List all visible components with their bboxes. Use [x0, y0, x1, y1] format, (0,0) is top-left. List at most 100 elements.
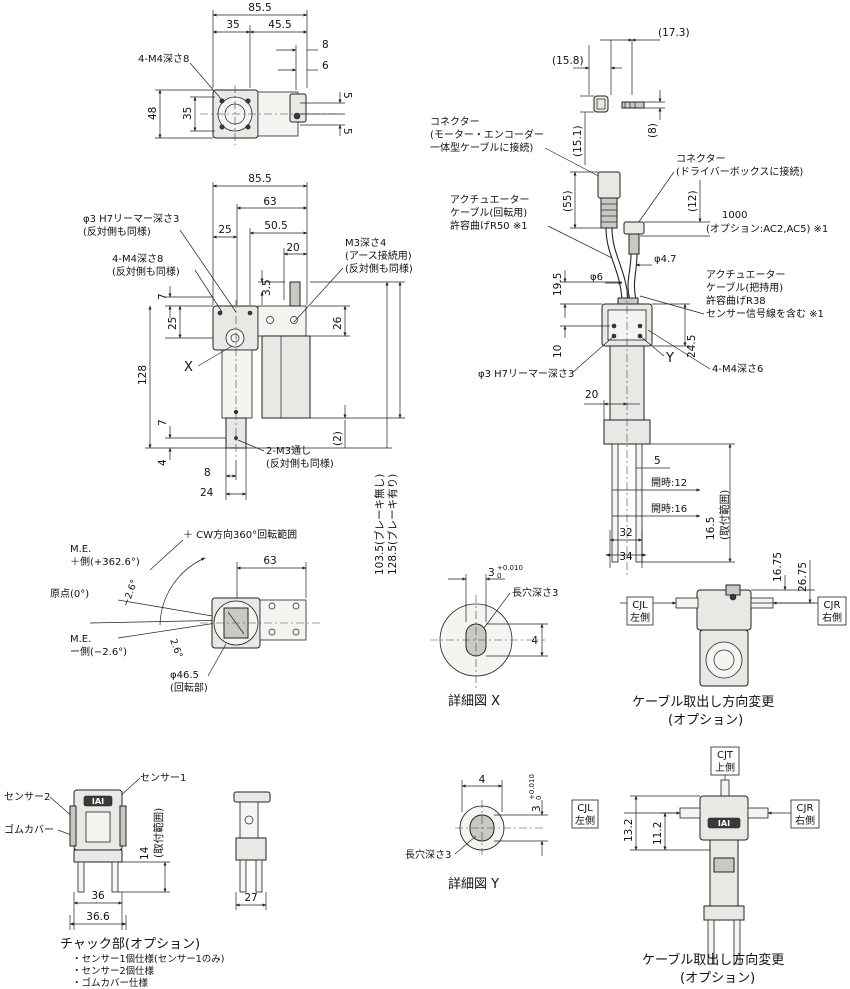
detail-x-tol-sup: +0.010: [497, 564, 523, 572]
m3-note-2: (アース接続用): [345, 249, 412, 262]
top-view: 85.5 35 45.5 8 6 5 5 48 35 4-M4深さ8: [138, 2, 353, 145]
dim-34: 34: [619, 551, 633, 563]
me-minus-label: M.E.: [70, 634, 91, 645]
open-16-label: 開時:16: [651, 503, 687, 515]
reamer-note-side: φ3 H7リーマー深さ3: [478, 368, 574, 380]
dim-10-side: 10: [552, 345, 564, 358]
dim-2-front: (2): [332, 431, 344, 446]
dim-85-5-front: 85.5: [248, 173, 271, 185]
connector-1-note: (モーター・エンコーダー: [430, 128, 544, 141]
dim-20-side: 20: [585, 389, 598, 401]
dim-12: (12): [687, 190, 699, 212]
cjl-side-2: 左側: [575, 814, 595, 827]
detail-y-slot: 長穴深さ3: [405, 848, 451, 861]
cjt-side: 上側: [715, 761, 735, 774]
dim-63-front: 63: [263, 196, 276, 208]
dim-63-rotation: 63: [263, 555, 276, 567]
actuator-cable-2d: センサー信号線を含む ※1: [706, 307, 824, 320]
cable-option-1-title: ケーブル取出し方向変更: [632, 694, 774, 710]
dim-8-top: 8: [322, 39, 329, 51]
reamer-note-front: φ3 H7リーマー深さ3: [83, 213, 179, 225]
chuck-dim-36-6: 36.6: [86, 911, 110, 923]
tap-note-front-2: (反対側も同様): [112, 265, 180, 278]
chuck-item-1: ・センサー1個仕様(センサー1のみ): [72, 953, 225, 965]
rubber-cover-label: ゴムカバー: [4, 823, 54, 836]
dim-25-front-h: 25: [167, 317, 179, 330]
actuator-cable-1: アクチュエーター: [450, 194, 530, 206]
open-12-label: 開時:12: [651, 477, 687, 489]
dim-7a-front: 7: [157, 293, 169, 300]
dim-5b-top: 5: [341, 128, 353, 135]
cjl-label-1: CJL: [632, 600, 648, 611]
m3-note-3: (反対側も同様): [345, 262, 413, 275]
length-option: (オプション:AC2,AC5) ※1: [706, 223, 828, 235]
dim-24-front: 24: [200, 487, 214, 499]
detail-x: 3 +0.010 0 長穴深さ3 4 詳細図 X: [430, 564, 558, 709]
chuck-item-3: ・ゴムカバー仕様: [72, 977, 149, 989]
chuck-dim-14: 14: [139, 846, 151, 860]
dim-8-side: (8): [647, 123, 659, 138]
dim-128-front: 128: [137, 365, 149, 385]
dim-13-2: 13.2: [623, 819, 635, 842]
dim-8-front: 8: [204, 467, 211, 479]
tap-note-top: 4-M4深さ8: [138, 53, 189, 65]
detail-y: 4 3 +0.010 0 長穴深さ3 詳細図 Y: [405, 774, 548, 892]
dim-26-front: 26: [332, 316, 344, 330]
dim-11-2: 11.2: [652, 822, 664, 845]
connector-1-label: コネクター: [430, 116, 480, 128]
rotation-view: ＋ CW方向360°回転範囲 M.E. ＋側(+362.6°) 原点(0°) M…: [50, 528, 320, 694]
detail-y-title: 詳細図 Y: [448, 876, 499, 892]
cw-note: ＋ CW方向360°回転範囲: [183, 528, 297, 541]
detail-y-tol-sub: 0: [535, 796, 543, 800]
detail-x-tol-sub: 0: [497, 572, 501, 580]
cjr-label-2: CJR: [797, 803, 814, 814]
detail-x-dim-4: 4: [531, 635, 538, 647]
actuator-cable-2b: ケーブル(把持用): [706, 281, 783, 294]
dim-32: 32: [619, 527, 632, 539]
dim-5a-top: 5: [341, 92, 353, 99]
dim-25-front-w: 25: [218, 224, 231, 236]
me-minus-value: ー側(−2.6°): [70, 645, 127, 658]
detail-x-marker: X: [184, 360, 193, 375]
cable-option-2: CJT 上側 CJL 左側 CJR 右側 IAI 13.2 11.2 ケーブル取…: [571, 746, 820, 986]
detail-x-slot: 長穴深さ3: [512, 586, 558, 599]
dim-16-75: 16.75: [772, 552, 784, 582]
dim-48-top: 48: [147, 107, 159, 120]
dim-50-5-front: 50.5: [264, 220, 287, 232]
detail-y-marker: Y: [665, 351, 674, 366]
tap-note-front: 4-M4深さ8: [112, 253, 163, 265]
tap-note-side: 4-M4深さ6: [712, 363, 763, 375]
dim-24-5: 24.5: [686, 335, 698, 358]
connector-2-note: (ドライバーボックスに接続): [676, 165, 803, 178]
origin-label: 原点(0°): [50, 588, 89, 600]
chuck-dim-27: 27: [244, 892, 257, 904]
chuck-title: チャック部(オプション): [60, 937, 200, 952]
cable-option-1: CJL 左側 CJR 右側 26.75 16.75 ケーブル取出し方向変更 (オ…: [620, 552, 847, 728]
dim-15-1: (15.1): [572, 125, 584, 157]
phi-46-5-label: φ46.5: [170, 670, 199, 681]
actuator-cable-1b: ケーブル(回転用): [450, 206, 527, 219]
dim-26-75: 26.75: [797, 562, 809, 592]
cable-option-2-title: ケーブル取出し方向変更: [642, 952, 784, 968]
thru-note-2: (反対側も同様): [266, 457, 334, 470]
cjr-label-1: CJR: [824, 600, 841, 611]
dim-35-top-h: 35: [182, 107, 194, 120]
dim-5-side: 5: [654, 455, 661, 467]
chuck-dim-36: 36: [91, 890, 105, 902]
angle-plus-label: 2.6°: [167, 637, 184, 659]
cable-option-2-subtitle: (オプション): [680, 971, 755, 986]
m3-note: M3深さ4: [345, 237, 386, 249]
dim-16-5: 16.5: [705, 517, 717, 540]
dim-45-5-top: 45.5: [268, 19, 291, 31]
brake-none-label: 103.5(ブレーキ無し): [373, 474, 386, 575]
me-plus-label: M.E.: [70, 544, 91, 555]
dim-17-3: (17.3): [658, 27, 690, 39]
cjl-label-2: CJL: [577, 803, 593, 814]
cjr-side-2: 右側: [795, 814, 815, 827]
detail-y-tol: 3: [531, 805, 543, 812]
detail-y-tol-sup: +0.010: [528, 774, 536, 800]
dim-4-front: 4: [157, 459, 169, 466]
phi-4-7-label: φ4.7: [654, 254, 677, 265]
actuator-cable-2c: 許容曲げR38: [706, 294, 766, 307]
